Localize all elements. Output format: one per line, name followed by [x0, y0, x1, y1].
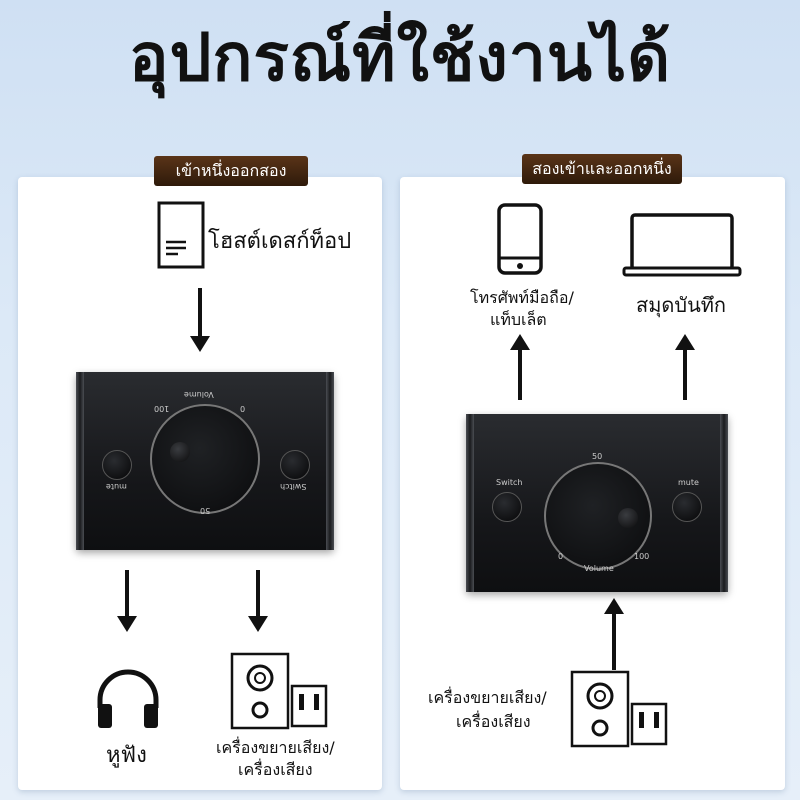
speaker-label-left-1: เครื่องขยายเสียง/ — [216, 738, 335, 757]
switch-text-right: Switch — [496, 478, 523, 487]
volume-0-text: 0 — [240, 404, 246, 413]
switch-text: Switch — [280, 482, 307, 491]
left-mode-badge: เข้าหนึ่งออกสอง — [154, 156, 308, 186]
volume-knob-right — [544, 462, 652, 570]
arrow-down-to-speakers — [248, 570, 268, 632]
volume-knob — [150, 404, 260, 514]
page-title: อุปกรณ์ที่ใช้งานได้ — [128, 19, 672, 96]
phone-label-1: โทรศัพท์มือถือ/ — [470, 288, 574, 307]
right-mode-badge: สองเข้าและออกหนึ่ง — [522, 154, 682, 184]
arrow-down-to-headphones — [117, 570, 137, 632]
speaker-label-left-2: เครื่องเสียง — [238, 760, 313, 779]
mute-text: mute — [106, 482, 127, 491]
arrow-down-to-device — [190, 288, 210, 352]
volume-50-text-right: 50 — [592, 452, 603, 461]
headphones-label: หูฟัง — [106, 743, 147, 768]
arrow-up-to-laptop — [675, 334, 695, 400]
arrow-up-to-device — [604, 598, 624, 670]
headphones-icon — [97, 669, 159, 728]
arrow-up-to-phone — [510, 334, 530, 400]
mute-text-right: mute — [678, 478, 699, 487]
desktop-tower-icon — [157, 201, 205, 269]
switch-button-right — [492, 492, 522, 522]
phone-icon — [497, 203, 543, 275]
audio-switch-device-right: 50 0 100 Volume Switch mute — [466, 414, 728, 592]
phone-label-2: แท็บเล็ต — [490, 310, 547, 329]
volume-0-text-right: 0 — [558, 552, 564, 561]
speaker-label-right-2: เครื่องเสียง — [456, 712, 531, 731]
laptop-icon — [622, 213, 742, 277]
mute-button-right — [672, 492, 702, 522]
audio-switch-device-left: Volume 100 0 50 mute Switch — [76, 372, 334, 550]
speaker-label-right-1: เครื่องขยายเสียง/ — [428, 688, 547, 707]
volume-100-text: 100 — [154, 404, 170, 413]
desktop-host-label: โฮสต์เดสก์ท็อป — [208, 229, 352, 254]
volume-text-right: Volume — [584, 564, 614, 573]
speakers-icon-right — [570, 670, 668, 748]
volume-100-text-right: 100 — [634, 552, 650, 561]
switch-button — [280, 450, 310, 480]
speakers-icon — [230, 652, 328, 730]
laptop-label: สมุดบันทึก — [636, 293, 727, 317]
mute-button — [102, 450, 132, 480]
volume-text: Volume — [184, 390, 214, 399]
volume-50-text: 50 — [200, 506, 211, 515]
